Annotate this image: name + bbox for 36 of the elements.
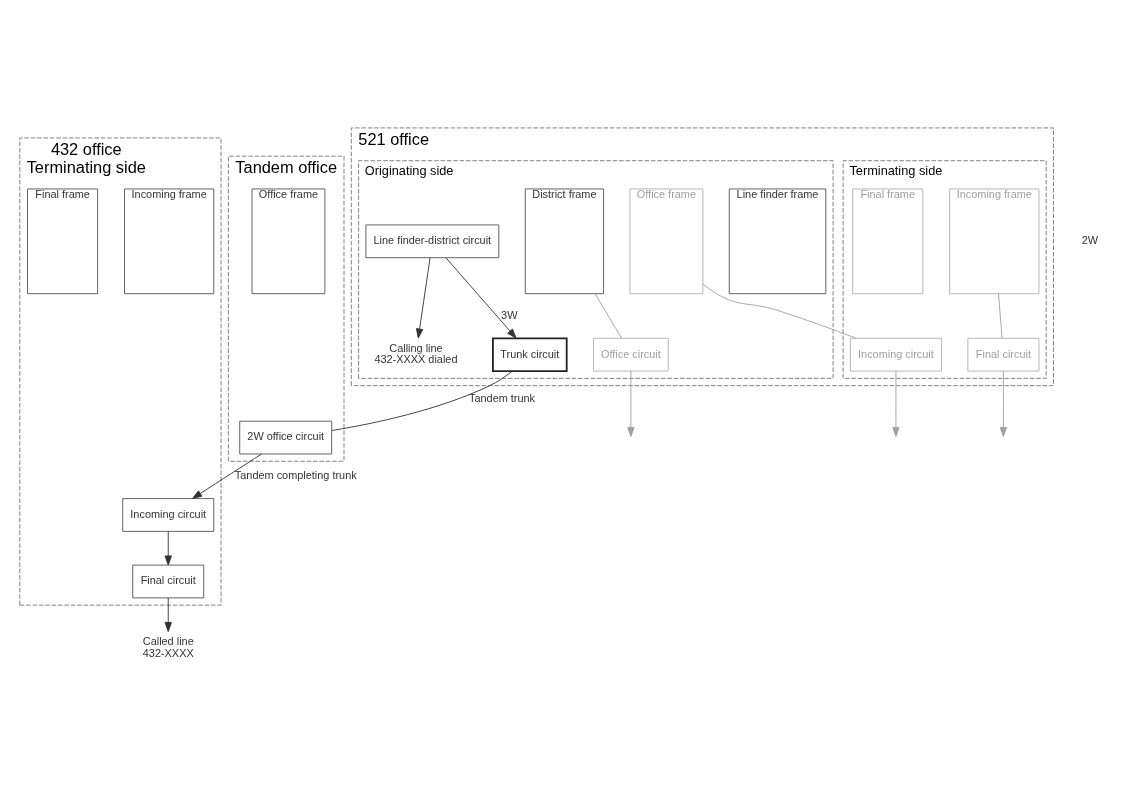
connector — [331, 370, 513, 431]
arrow — [164, 531, 172, 566]
edge-label: Tandem completing trunk — [234, 469, 357, 482]
node-box: Line finder-district circuit — [365, 224, 500, 259]
node-box: Final circuit — [132, 564, 205, 599]
arrow — [627, 370, 635, 437]
node-label: 432-XXXX — [142, 646, 194, 659]
connector — [702, 283, 857, 339]
edge-label: Tandem trunk — [468, 391, 536, 404]
connector — [998, 293, 1003, 339]
node-box: Incoming frame — [124, 188, 215, 295]
node-text: Calling line — [389, 341, 443, 354]
node-label: 432-XXXX dialed — [374, 353, 458, 366]
edge-label: 3W — [501, 308, 518, 321]
node-box: 2W office circuit — [239, 420, 333, 455]
node-box: Incoming circuit — [849, 337, 942, 372]
node-text: Called line — [142, 634, 194, 647]
node-box: Incoming frame — [949, 188, 1040, 295]
arrow — [416, 257, 431, 339]
node-box: Final circuit — [967, 337, 1040, 372]
node-box: Office circuit — [593, 337, 669, 372]
node-box: District frame — [524, 188, 605, 295]
node-box: Final frame — [852, 188, 924, 295]
node-box: Line finder frame — [728, 188, 827, 295]
node-box: Office frame — [629, 188, 704, 295]
node-box: Incoming circuit — [122, 498, 215, 532]
label: 2W — [1081, 234, 1099, 247]
arrow — [164, 597, 172, 632]
node-box: Trunk circuit — [492, 337, 568, 372]
connector — [594, 293, 622, 339]
node-box: Final frame — [27, 188, 99, 295]
arrow — [999, 370, 1008, 437]
arrow — [892, 370, 900, 437]
arrow — [192, 453, 262, 499]
arrow — [445, 257, 517, 339]
node-box: Office frame — [251, 188, 326, 295]
